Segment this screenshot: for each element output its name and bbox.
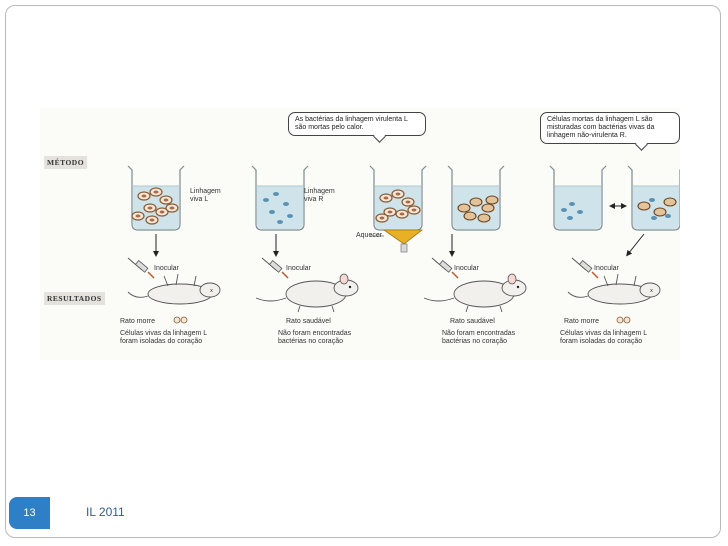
outcome-note-4: Células vivas da linhagem L foram isolad…	[560, 330, 647, 345]
griffith-experiment-figure: x	[40, 108, 680, 360]
method-section-label: MÉTODO	[44, 156, 88, 169]
outcome-result-3: Rato saudável	[450, 318, 495, 325]
outcome-note-3: Não foram encontradas bactérias no coraç…	[442, 330, 516, 345]
outcome-result-1: Rato morre	[120, 318, 156, 325]
heater-label: Aquecer	[356, 232, 383, 239]
strain-r-label: Linhagem viva R	[304, 188, 335, 203]
mixture-bubble: Células mortas da linhagem L são mistura…	[540, 112, 680, 144]
outcome-result-4: Rato morre	[564, 318, 600, 325]
results-section-label: RESULTADOS	[44, 292, 105, 305]
slide-footer: IL 2011	[86, 505, 125, 519]
inoculate-label-2: Inocular	[286, 265, 311, 272]
heat-kill-bubble: As bactérias da linhagem virulenta L são…	[288, 112, 426, 136]
inoculate-label-4: Inocular	[594, 265, 619, 272]
figure-drawing: x	[127, 165, 680, 324]
strain-l-label: Linhagem viva L	[190, 188, 221, 203]
inoculate-label-1: Inocular	[154, 265, 179, 272]
outcome-result-2: Rato saudável	[286, 318, 331, 325]
inoculate-label-3: Inocular	[454, 265, 479, 272]
outcome-note-2: Não foram encontradas bactérias no coraç…	[278, 330, 352, 345]
outcome-note-1: Células vivas da linhagem L foram isolad…	[120, 330, 207, 345]
slide-number-badge: 13	[9, 497, 50, 529]
